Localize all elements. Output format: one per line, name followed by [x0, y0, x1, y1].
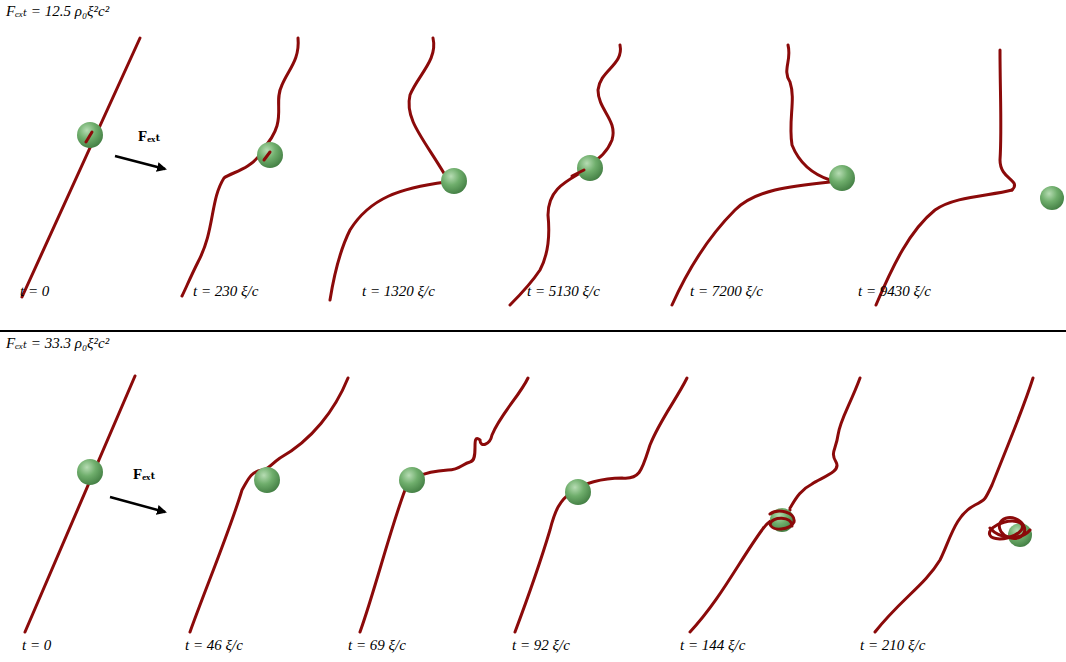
time-label: t = 46 ξ/c: [185, 637, 243, 654]
time-label: t = 92 ξ/c: [512, 637, 570, 654]
time-label: t = 5130 ξ/c: [527, 283, 600, 300]
time-label: t = 0: [22, 637, 51, 654]
force-annotation: Fₑₓₜ = 33.3 ρ₀ξ²c²: [6, 335, 109, 352]
particle-spheres: [77, 122, 1064, 547]
time-label: t = 210 ξ/c: [860, 637, 925, 654]
time-label: t = 1320 ξ/c: [362, 283, 435, 300]
time-label: t = 0: [20, 283, 49, 300]
force-annotation: Fₑₓₜ = 12.5 ρ₀ξ²c²: [6, 3, 109, 20]
time-label: t = 230 ξ/c: [193, 283, 258, 300]
vortex-loops: [86, 132, 1030, 542]
time-label: t = 144 ξ/c: [680, 637, 745, 654]
vector-label: Fₑₓₜ: [133, 466, 156, 483]
time-label: t = 9430 ξ/c: [858, 283, 931, 300]
vortex-lines: [22, 38, 1033, 632]
vector-label: Fₑₓₜ: [138, 128, 161, 145]
time-label: t = 69 ξ/c: [348, 637, 406, 654]
time-label: t = 7200 ξ/c: [690, 283, 763, 300]
panel-separator: [0, 330, 1066, 332]
force-arrows: [110, 156, 165, 512]
